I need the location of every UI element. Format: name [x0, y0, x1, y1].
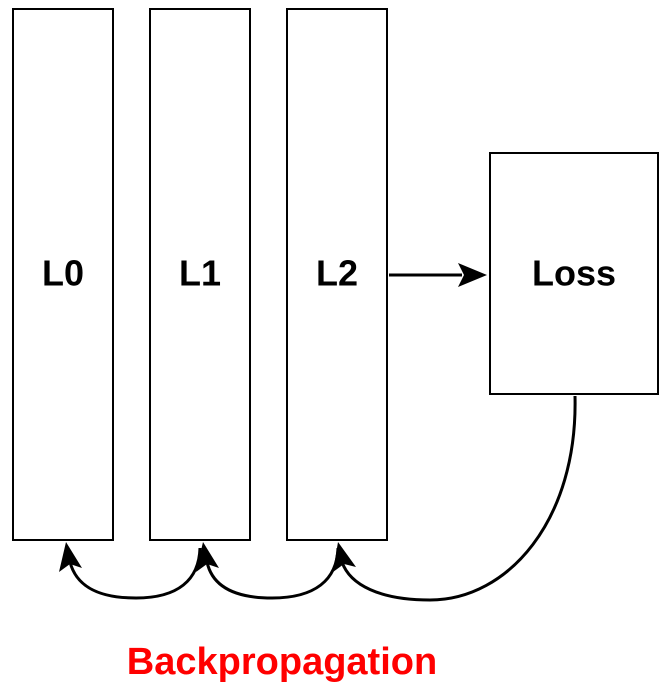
layer-l1: L1 [149, 8, 251, 541]
backprop-arrow-l1-to-l0-curve [68, 547, 202, 600]
loss-node: Loss [489, 152, 659, 395]
loss-box [489, 152, 659, 395]
backprop-arrow-l2-to-l1-curve [205, 547, 340, 600]
backpropagation-caption: Backpropagation [127, 641, 437, 683]
backprop-arrow-l2-to-l1 [196, 542, 340, 600]
backprop-arrow-l2-to-l1-head [196, 542, 219, 572]
layer-l0-box [12, 8, 114, 541]
backprop-arrow-l1-to-l0 [59, 542, 202, 600]
layer-l0: L0 [12, 8, 114, 541]
backprop-arrow-l1-to-l0-head [59, 542, 82, 572]
forward-arrow [389, 263, 487, 287]
backprop-arrow-loss-to-l2-curve [340, 395, 577, 602]
forward-arrow-head [458, 263, 487, 287]
layer-l1-box [149, 8, 251, 541]
layer-l1-label: L1 [179, 253, 221, 294]
layer-l2: L2 [286, 8, 388, 541]
layer-l0-label: L0 [42, 253, 84, 294]
loss-label: Loss [532, 253, 616, 294]
layer-l2-label: L2 [316, 253, 358, 294]
layer-l2-box [286, 8, 388, 541]
